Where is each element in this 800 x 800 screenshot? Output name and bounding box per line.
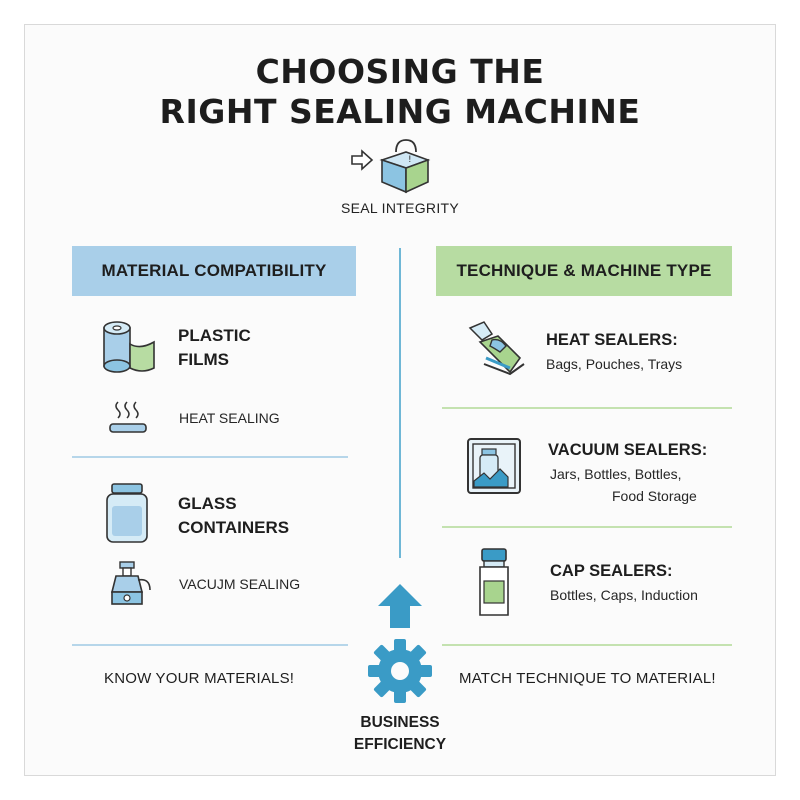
business-efficiency-line-1: BUSINESS: [360, 714, 440, 731]
right-divider-3: [442, 644, 732, 646]
title-line-2: RIGHT SEALING MACHINE: [159, 92, 641, 131]
right-divider-1: [442, 407, 732, 409]
title-line-1: CHOOSING THE: [255, 52, 545, 91]
sealed-box-icon: !: [351, 139, 431, 194]
heat-sealing-label: HEAT SEALING: [179, 410, 280, 426]
vacuum-chamber-icon: [467, 438, 521, 494]
seal-integrity-label: SEAL INTEGRITY: [340, 200, 460, 216]
business-efficiency-label: BUSINESS EFFICIENCY: [330, 712, 470, 756]
vacuum-sealers-detail-2: Food Storage: [612, 488, 697, 504]
heat-sealers-heading: HEAT SEALERS:: [546, 331, 678, 349]
plastic-films-label-1: PLASTIC: [178, 326, 251, 345]
film-roll-icon: [103, 321, 155, 373]
right-divider-2: [442, 526, 732, 528]
hand-heat-sealer-icon: [468, 321, 525, 376]
glass-containers-label-2: CONTAINERS: [178, 518, 290, 537]
up-arrow-icon: [378, 584, 422, 628]
glass-jar-icon: [106, 483, 148, 543]
svg-text:!: !: [408, 155, 412, 165]
vacuum-sealers-detail-1: Jars, Bottles, Bottles,: [550, 466, 682, 482]
center-divider: [399, 248, 401, 558]
left-divider-1: [72, 456, 348, 458]
gear-icon: [368, 639, 432, 703]
technique-machine-type-header: TECHNIQUE & MACHINE TYPE: [436, 246, 732, 296]
business-efficiency-line-2: EFFICIENCY: [353, 736, 447, 753]
vacuum-pump-icon: [110, 561, 151, 605]
match-technique-text: MATCH TECHNIQUE TO MATERIAL!: [459, 670, 716, 687]
know-your-materials-text: KNOW YOUR MATERIALS!: [104, 670, 295, 687]
heat-bar-icon: [109, 401, 147, 433]
heat-sealers-detail: Bags, Pouches, Trays: [546, 356, 683, 372]
cap-sealers-heading: CAP SEALERS:: [550, 562, 673, 580]
bottle-icon: [479, 548, 509, 616]
cap-sealers-detail: Bottles, Caps, Induction: [550, 587, 698, 603]
plastic-films-label-2: FILMS: [178, 350, 229, 369]
glass-containers-label-1: GLASS: [178, 494, 237, 513]
vacuum-sealing-label: VACUJM SEALING: [179, 576, 301, 592]
vacuum-sealers-heading: VACUUM SEALERS:: [548, 441, 708, 459]
left-divider-2: [72, 644, 348, 646]
material-compatibility-header: MATERIAL COMPATIBILITY: [72, 246, 356, 296]
